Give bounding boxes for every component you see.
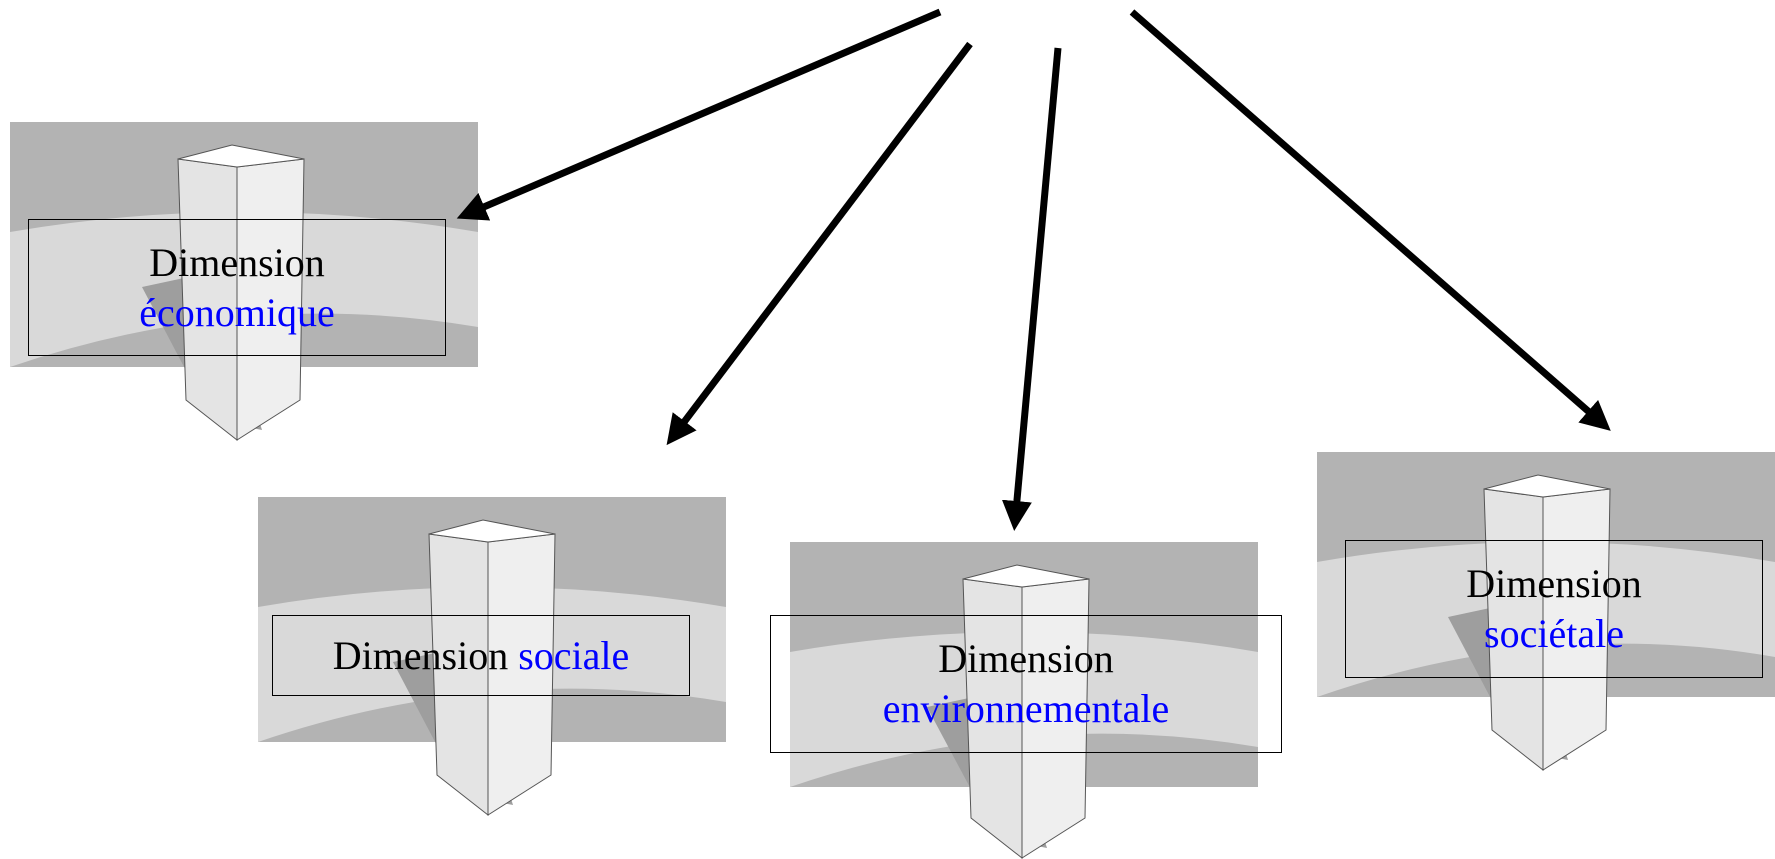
arrow-icon <box>456 8 942 221</box>
label-environnementale: Dimension environnementale <box>770 615 1282 753</box>
label-societale-accent: sociétale <box>1484 611 1624 656</box>
pillar-scene-economique <box>10 122 478 442</box>
pillar-icon <box>1483 474 1611 772</box>
label-economique: Dimension économique <box>28 219 446 356</box>
label-sociale: Dimension sociale <box>272 615 690 696</box>
label-environnementale-accent: environnementale <box>882 686 1170 731</box>
pillar-scene-societale <box>1317 452 1775 772</box>
pillar-icon <box>177 144 305 442</box>
label-environnementale-word: Dimension <box>938 636 1114 681</box>
arrow-icon <box>1129 9 1611 431</box>
label-sociale-word: Dimension <box>332 632 509 678</box>
pillar-scene-sociale <box>258 497 726 817</box>
arrow-icon <box>666 41 973 446</box>
label-societale-word: Dimension <box>1466 561 1642 606</box>
label-sociale-accent: sociale <box>518 632 630 678</box>
label-economique-word: Dimension <box>149 239 325 285</box>
label-societale: Dimension sociétale <box>1345 540 1763 678</box>
pillar-scene-environnementale <box>790 542 1258 859</box>
pillar-icon <box>428 519 556 817</box>
arrow-icon <box>1001 47 1062 531</box>
label-economique-accent: économique <box>139 289 335 335</box>
pillar-icon <box>962 564 1090 859</box>
